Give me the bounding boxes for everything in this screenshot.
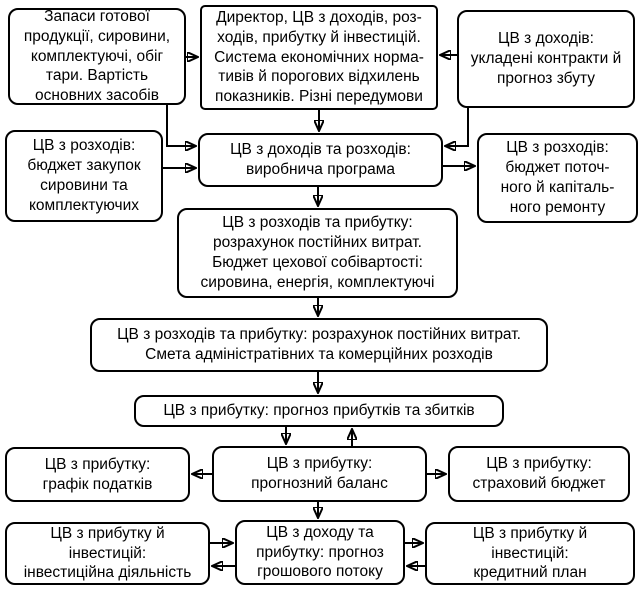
node-investment: ЦВ з прибутку й інвестицій: інвестиційна… [5,522,210,585]
node-director: Директор, ЦВ з доходів, роз- ходів, приб… [200,5,438,110]
node-balance: ЦВ з прибутку: прогнозний баланс [212,446,427,502]
node-taxes: ЦВ з прибутку: графік податків [5,447,190,502]
node-production: ЦВ з доходів та розходів: виробнича прог… [198,133,443,187]
node-stock: Запаси готової продукції, сировини, комп… [8,8,186,105]
node-cashflow: ЦВ з доходу та прибутку: прогноз грошово… [235,520,405,585]
node-repairs: ЦВ з розходів: бюджет поточ- ного й капі… [477,133,638,223]
edge-stock-to-production [166,105,195,146]
node-purchases: ЦВ з розходів: бюджет закупок сировини т… [5,130,163,222]
node-admin-cost: ЦВ з розходів та прибутку: розрахунок по… [90,318,548,372]
node-insurance: ЦВ з прибутку: страховий бюджет [448,446,630,502]
node-credit: ЦВ з прибутку й інвестицій: кредитний пл… [425,522,635,585]
node-pnl: ЦВ з прибутку: прогноз прибутків та збит… [134,395,504,427]
edge-income-to-production [446,108,469,146]
node-shop-cost: ЦВ з розходів та прибутку: розрахунок по… [177,208,458,298]
node-income: ЦВ з доходів: укладені контракти й прогн… [457,10,635,108]
